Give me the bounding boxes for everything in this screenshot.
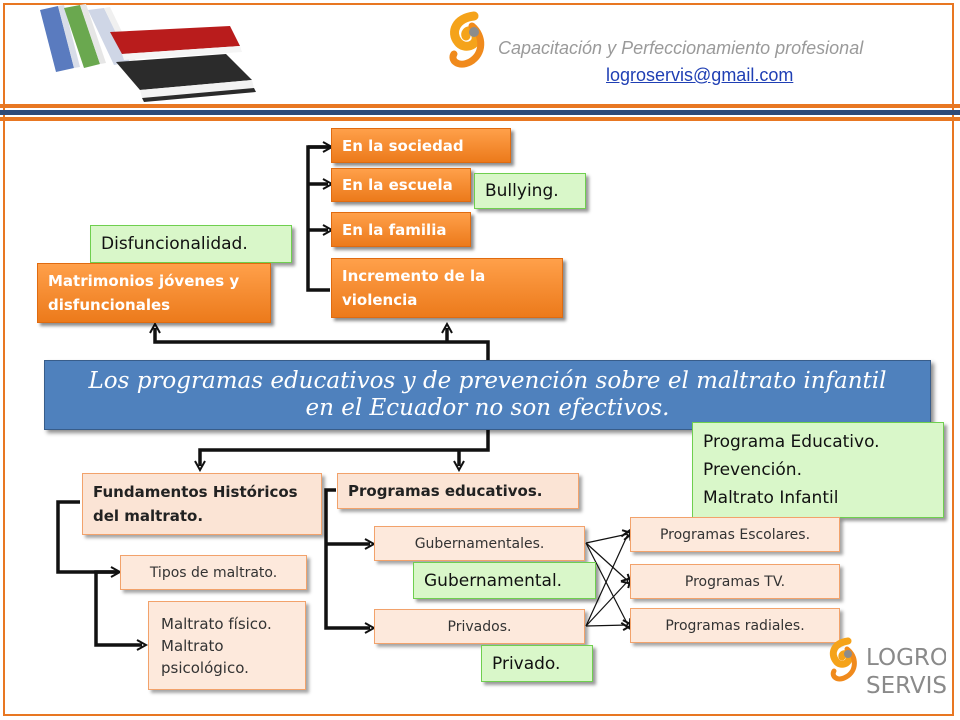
swirl-logo-icon xyxy=(449,11,485,68)
header-stripe-orange xyxy=(0,104,960,108)
box-programas-tv: Programas TV. xyxy=(630,564,840,599)
central-problem-text: Los programas educativos y de prevención… xyxy=(88,368,887,421)
note-gubernamental: Gubernamental. xyxy=(413,562,596,599)
label-fundamentos-historicos: Fundamentos Históricos del maltrato. xyxy=(93,483,298,525)
note-privado: Privado. xyxy=(481,645,593,682)
keyword-programa-educativo: Programa Educativo. xyxy=(703,432,880,452)
label-programas-radiales: Programas radiales. xyxy=(665,617,805,634)
label-en-la-sociedad: En la sociedad xyxy=(342,136,464,155)
note-bullying: Bullying. xyxy=(474,173,586,209)
box-incremento-violencia: Incremento de la violencia xyxy=(331,258,563,318)
box-programas-escolares: Programas Escolares. xyxy=(630,517,840,552)
label-programas-educativos: Programas educativos. xyxy=(348,482,543,500)
label-incremento-violencia: Incremento de la violencia xyxy=(342,267,486,309)
box-en-la-familia: En la familia xyxy=(331,212,471,247)
header-email-link[interactable]: logroservis@gmail.com xyxy=(606,65,794,85)
label-matrimonios-jovenes: Matrimonios jóvenes y disfuncionales xyxy=(48,272,240,314)
note-disfuncionalidad: Disfuncionalidad. xyxy=(90,225,292,263)
label-bullying: Bullying. xyxy=(485,181,559,201)
label-privado: Privado. xyxy=(492,653,561,674)
label-programas-tv: Programas TV. xyxy=(684,573,786,590)
box-en-la-escuela: En la escuela xyxy=(331,168,471,202)
label-maltrato: Maltrato xyxy=(161,636,224,655)
box-gubernamentales: Gubernamentales. xyxy=(374,526,585,561)
label-en-la-familia: En la familia xyxy=(342,220,447,239)
box-programas-radiales: Programas radiales. xyxy=(630,608,840,643)
logo-text-servis: SERVIS xyxy=(866,673,946,699)
label-psicologico: psicológico. xyxy=(161,658,249,677)
label-disfuncionalidad: Disfuncionalidad. xyxy=(101,234,248,254)
box-maltrato-fisico-psicologico: Maltrato físico. Maltrato psicológico. xyxy=(148,601,306,690)
label-maltrato-fisico: Maltrato físico. xyxy=(161,614,272,633)
label-programas-escolares: Programas Escolares. xyxy=(659,526,811,543)
keyword-maltrato-infantil: Maltrato Infantil xyxy=(703,488,839,508)
label-en-la-escuela: En la escuela xyxy=(342,176,453,194)
header-stripe-blue xyxy=(0,110,960,115)
slide-frame xyxy=(3,3,954,716)
note-keywords: Programa Educativo. Prevención. Maltrato… xyxy=(692,422,944,518)
books-illustration xyxy=(40,4,256,102)
header-title: Capacitación y Perfeccionamiento profesi… xyxy=(498,38,864,58)
box-en-la-sociedad: En la sociedad xyxy=(331,128,511,163)
logo-text-logro: LOGRO xyxy=(866,645,946,671)
central-problem-box: Los programas educativos y de prevención… xyxy=(44,360,931,430)
box-programas-educativos: Programas educativos. xyxy=(337,473,579,509)
keyword-prevencion: Prevención. xyxy=(703,460,802,480)
label-tipos-de-maltrato: Tipos de maltrato. xyxy=(149,564,278,581)
logroservis-logo-icon: LOGRO SERVIS xyxy=(829,637,946,699)
label-gubernamental: Gubernamental. xyxy=(424,570,563,591)
box-tipos-de-maltrato: Tipos de maltrato. xyxy=(120,555,307,590)
box-privados: Privados. xyxy=(374,609,585,644)
box-fundamentos-historicos: Fundamentos Históricos del maltrato. xyxy=(82,473,322,535)
label-gubernamentales: Gubernamentales. xyxy=(414,535,545,552)
header-stripe-orange-2 xyxy=(0,117,960,121)
label-privados: Privados. xyxy=(447,618,512,635)
box-matrimonios-jovenes: Matrimonios jóvenes y disfuncionales xyxy=(37,263,271,323)
